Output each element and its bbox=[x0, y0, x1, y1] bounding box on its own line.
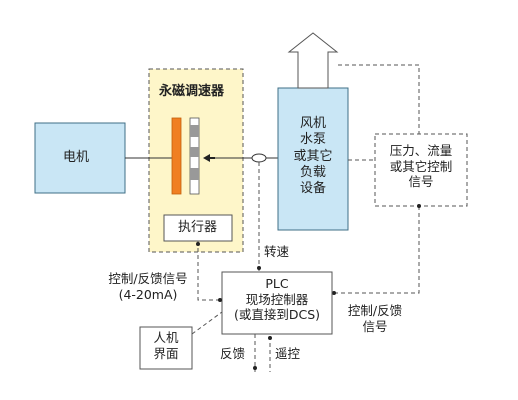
left-control-feedback-label: 控制/反馈信号 (4-20mA) bbox=[108, 271, 188, 302]
orange-rotor bbox=[171, 117, 182, 195]
load-label: 风机 水泵 或其它 负载 设备 bbox=[293, 116, 333, 196]
actuator-label: 执行器 bbox=[178, 220, 218, 235]
regulator-title: 永磁调速器 bbox=[159, 84, 225, 99]
sensor-box bbox=[374, 133, 468, 207]
speed-label: 转速 bbox=[264, 244, 290, 259]
output-up-arrow bbox=[287, 32, 339, 89]
actuator-box bbox=[163, 214, 233, 242]
plc-label: PLC 现场控制器 (或直接到DCS) bbox=[233, 276, 321, 323]
load-box bbox=[277, 87, 349, 231]
plc-box bbox=[221, 271, 333, 335]
remote-control-label: 遥控 bbox=[275, 346, 301, 361]
sensor-label: 压力、流量 或其它控制 信号 bbox=[389, 143, 453, 190]
hmi-box bbox=[139, 326, 193, 370]
motor-box bbox=[34, 122, 126, 194]
speed-sensor bbox=[251, 153, 267, 163]
feedback-label: 反馈 bbox=[220, 346, 246, 361]
right-control-feedback-label: 控制/反馈 信号 bbox=[347, 303, 403, 334]
hmi-label: 人机 界面 bbox=[153, 330, 179, 361]
motor-label: 电机 bbox=[63, 150, 90, 165]
